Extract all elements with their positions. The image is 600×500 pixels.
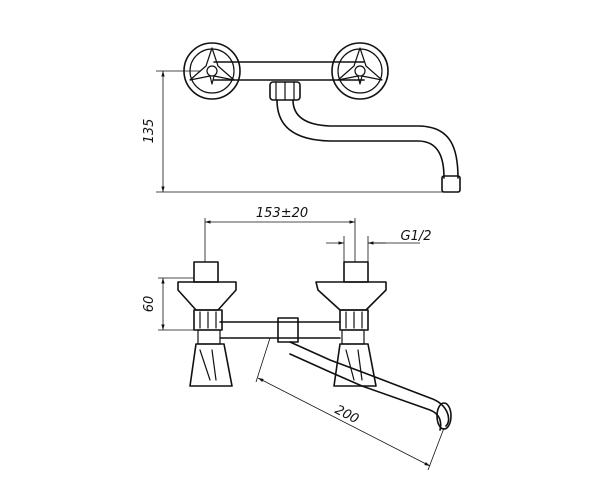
aerator-top <box>441 175 461 193</box>
dimension-60-label: 60 <box>142 296 157 313</box>
right-valve-front <box>315 261 387 387</box>
spout-top-inner <box>292 99 459 179</box>
left-cap <box>177 281 237 311</box>
dimension-thread: G1/2 <box>326 229 432 262</box>
front-view: 153±20 G1/2 60 200 <box>142 206 452 471</box>
dimension-153-label: 153±20 <box>256 206 308 221</box>
dimension-153: 153±20 <box>204 206 356 262</box>
left-body-cone <box>189 343 233 387</box>
center-nut <box>277 317 299 343</box>
right-handle-top <box>331 42 389 100</box>
dimension-135: 135 <box>142 70 450 193</box>
right-spindle <box>343 261 369 283</box>
dimension-135-label: 135 <box>142 119 157 144</box>
connecting-pipe <box>219 321 341 339</box>
right-body-cone <box>333 343 377 387</box>
left-spindle <box>193 261 219 283</box>
spout-top-outer <box>276 99 445 179</box>
spout-front-lower <box>289 353 442 431</box>
dimension-200: 200 <box>255 337 445 471</box>
left-valve-front <box>177 261 237 387</box>
dimension-60: 60 <box>142 277 194 331</box>
dimension-thread-label: G1/2 <box>401 229 432 244</box>
right-cap <box>315 281 387 311</box>
swivel-nut-top <box>269 81 301 101</box>
top-view: 135 <box>142 42 461 193</box>
spout-front-upper <box>289 341 450 427</box>
